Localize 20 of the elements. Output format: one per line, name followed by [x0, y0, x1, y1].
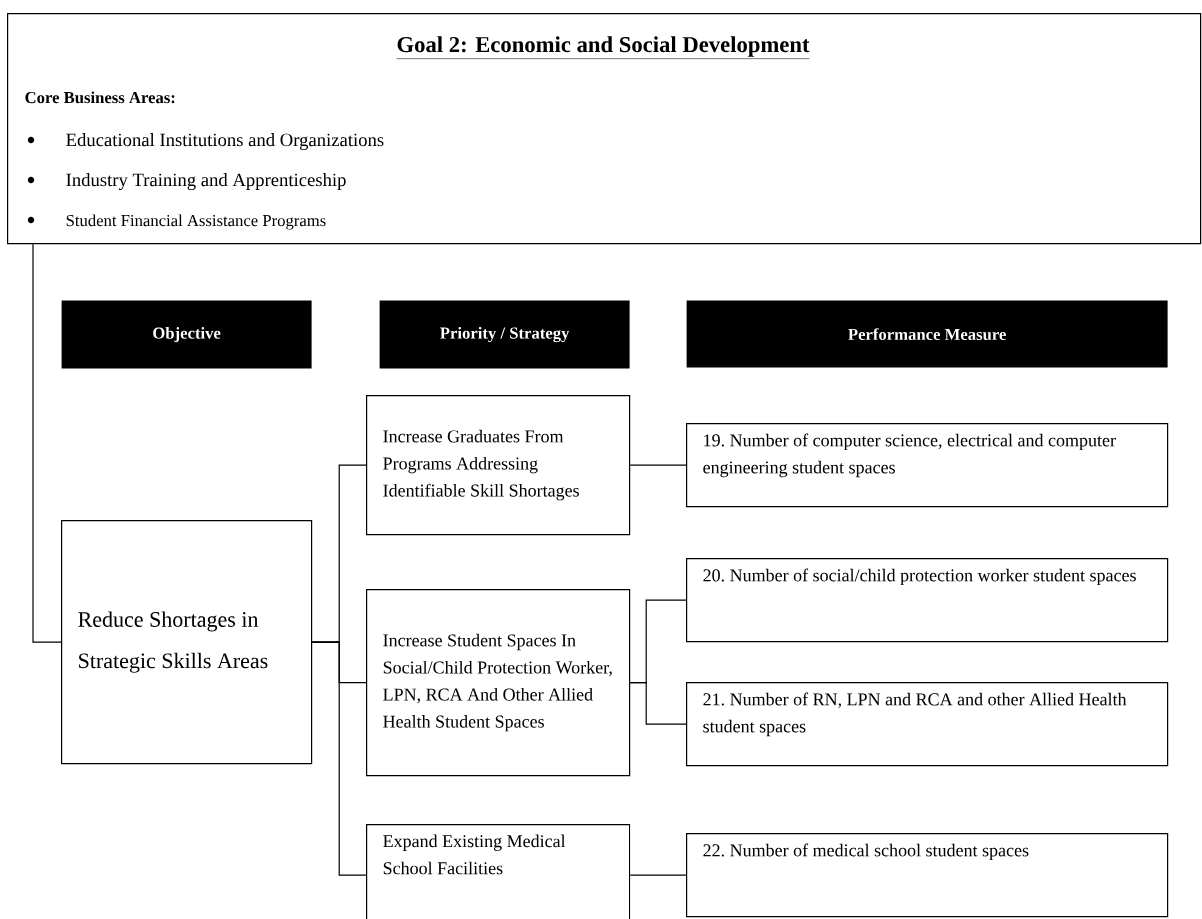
connector-line	[629, 464, 687, 466]
list-heading: Core Business Areas:	[25, 91, 175, 104]
connector-line	[629, 682, 687, 725]
measure-box: 19. Number of computer science, electrical and computer engineering student spaces	[686, 423, 1169, 508]
objective-box: Reduce Shortages in Strategic Skills Areas	[61, 520, 313, 765]
column-header: Objective	[61, 300, 312, 369]
title: Goal 2: Economic and Social Development	[396, 36, 810, 59]
list-item: Student Financial Assistance Programs	[27, 214, 326, 230]
strategy-box: Increase Graduates From Programs Addressing Identifiable Skill Shortages	[366, 395, 631, 536]
list-item: Educational Institutions and Organizations	[27, 133, 384, 151]
measure-box: 20. Number of social/child protection worker student spaces	[686, 558, 1169, 643]
measure-box: 22. Number of medical school student spaces	[686, 833, 1169, 918]
list-item: Industry Training and Apprenticeship	[27, 173, 346, 191]
measure-box: 21. Number of RN, LPN and RCA and other Allied Health student spaces	[686, 682, 1169, 767]
strategy-box: Increase Student Spaces In Social/Child Protection Worker, LPN, RCA And Other Allied Health Student Spaces	[366, 589, 631, 777]
connector-line	[311, 641, 367, 876]
column-header: Performance Measure	[686, 300, 1168, 368]
strategy-box: Expand Existing Medical School Facilities	[366, 824, 631, 919]
column-header: Priority / Strategy	[379, 300, 630, 369]
connector-line	[629, 874, 687, 876]
